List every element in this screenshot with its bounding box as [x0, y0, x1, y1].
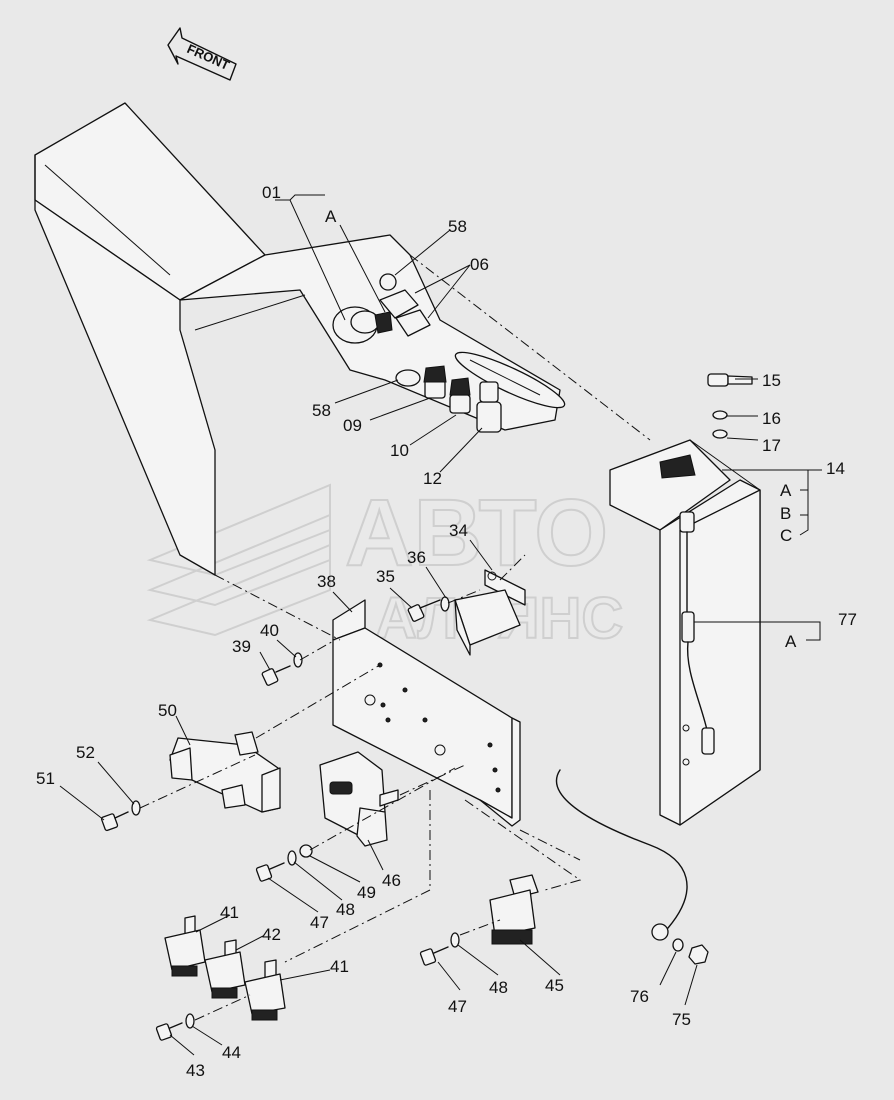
key-switch-01: [332, 306, 393, 344]
controller-box-14: [609, 439, 761, 826]
washer-76: [672, 938, 684, 952]
unit-46: [319, 751, 399, 847]
callout-01: 01: [262, 183, 281, 202]
screw-47-right: [419, 946, 449, 966]
switch-12: [476, 381, 502, 433]
assembly-lines: [139, 554, 582, 1021]
callout-14-b: B: [780, 504, 791, 523]
callout-39: 39: [232, 637, 251, 656]
callout-51: 51: [36, 769, 55, 788]
callout-75: 75: [672, 1010, 691, 1029]
callout-44: 44: [222, 1043, 241, 1062]
washer-44: [185, 1013, 195, 1029]
callout-47-right: 47: [448, 997, 467, 1016]
cap-58-lower: [395, 369, 421, 387]
washer-49: [299, 844, 313, 858]
callout-47-left: 47: [310, 913, 329, 932]
callout-36: 36: [407, 548, 426, 567]
washer-36: [440, 596, 450, 612]
ground-wire: [556, 769, 688, 941]
front-arrow: FRONT: [167, 27, 237, 81]
callout-a-top: A: [325, 207, 337, 226]
bracket-plate-38: [332, 599, 521, 827]
callout-34: 34: [449, 521, 468, 540]
callout-12: 12: [423, 469, 442, 488]
washer-17: [712, 429, 728, 439]
callout-48-right: 48: [489, 978, 508, 997]
callout-58-lower: 58: [312, 401, 331, 420]
front-label: FRONT: [185, 41, 232, 73]
screw-43: [155, 1022, 183, 1041]
sensor-77: [679, 511, 715, 755]
relay-41-left: [164, 915, 206, 977]
callout-52: 52: [76, 743, 95, 762]
callout-41-right: 41: [330, 957, 349, 976]
callout-15: 15: [762, 371, 781, 390]
callout-09: 09: [343, 416, 362, 435]
callout-76: 76: [630, 987, 649, 1006]
washer-48-left: [287, 850, 297, 866]
callout-16: 16: [762, 409, 781, 428]
callout-77-a: A: [785, 632, 797, 651]
screw-47-left: [255, 862, 285, 882]
callout-43: 43: [186, 1061, 205, 1080]
callout-35: 35: [376, 567, 395, 586]
callout-45: 45: [545, 976, 564, 995]
relay-34: [454, 569, 526, 656]
relay-45: [489, 874, 539, 945]
watermark-logo: АВТО АЛЬЯНС: [146, 479, 624, 652]
callout-06: 06: [470, 255, 489, 274]
unit-50: [169, 731, 281, 813]
relay-41-right: [244, 959, 286, 1021]
callout-labels: 01 A 58 06 58 09 10 12 15 16 17 14 A B C…: [36, 183, 857, 1080]
screw-51: [100, 811, 129, 832]
washer-48-right: [450, 932, 460, 948]
callout-14-c: C: [780, 526, 792, 545]
callout-10: 10: [390, 441, 409, 460]
callout-14-a: A: [780, 481, 792, 500]
callout-40: 40: [260, 621, 279, 640]
callout-58-top: 58: [448, 217, 467, 236]
callout-38: 38: [317, 572, 336, 591]
nut-75: [688, 944, 709, 965]
washer-16: [712, 410, 728, 420]
callout-48-left: 48: [336, 900, 355, 919]
callout-50: 50: [158, 701, 177, 720]
switch-10: [449, 377, 471, 414]
callout-77: 77: [838, 610, 857, 629]
switch-09: [423, 365, 447, 399]
watermark-line1: АВТО: [345, 480, 608, 586]
callout-46: 46: [382, 871, 401, 890]
callout-42: 42: [262, 925, 281, 944]
callout-41-left: 41: [220, 903, 239, 922]
callout-49: 49: [357, 883, 376, 902]
screw-35: [407, 599, 441, 622]
screw-39: [261, 665, 291, 686]
connectors-06: [379, 289, 431, 337]
leader-lines: [59, 194, 822, 1056]
callout-14: 14: [826, 459, 845, 478]
bolt-15: [707, 373, 753, 387]
cap-58-top: [379, 273, 397, 291]
callout-17: 17: [762, 436, 781, 455]
